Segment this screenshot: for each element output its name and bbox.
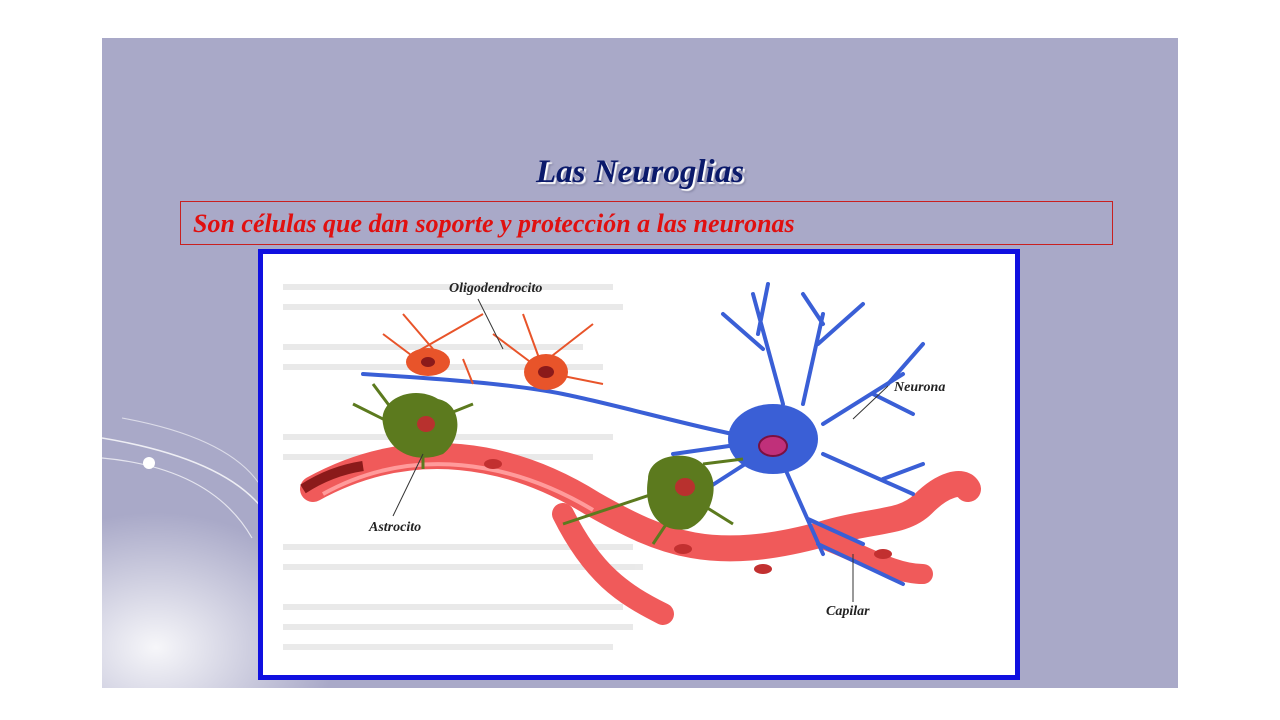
oligodendrocyte-cells	[382, 313, 604, 390]
glow-dot	[143, 457, 155, 469]
label-astrocyte: Astrocito	[369, 520, 422, 535]
slide-title: Las Neuroglias	[535, 154, 745, 190]
slide: Las Neuroglias Son células que dan sopor…	[102, 38, 1178, 688]
diagram-illustration	[283, 282, 981, 650]
label-capillary: Capilar	[826, 604, 870, 619]
astrocyte-cells	[352, 383, 744, 545]
label-neuron: Neurona	[894, 380, 946, 395]
subtitle-box: Son células que dan soporte y protección…	[180, 201, 1113, 245]
neuroglia-diagram: Oligodendrocito Neurona Astrocito Capila…	[258, 249, 1020, 680]
capillary-vessel	[300, 443, 981, 625]
slide-subtitle: Son células que dan soporte y protección…	[193, 209, 795, 238]
label-oligodendrocyte: Oligodendrocito	[449, 281, 543, 296]
